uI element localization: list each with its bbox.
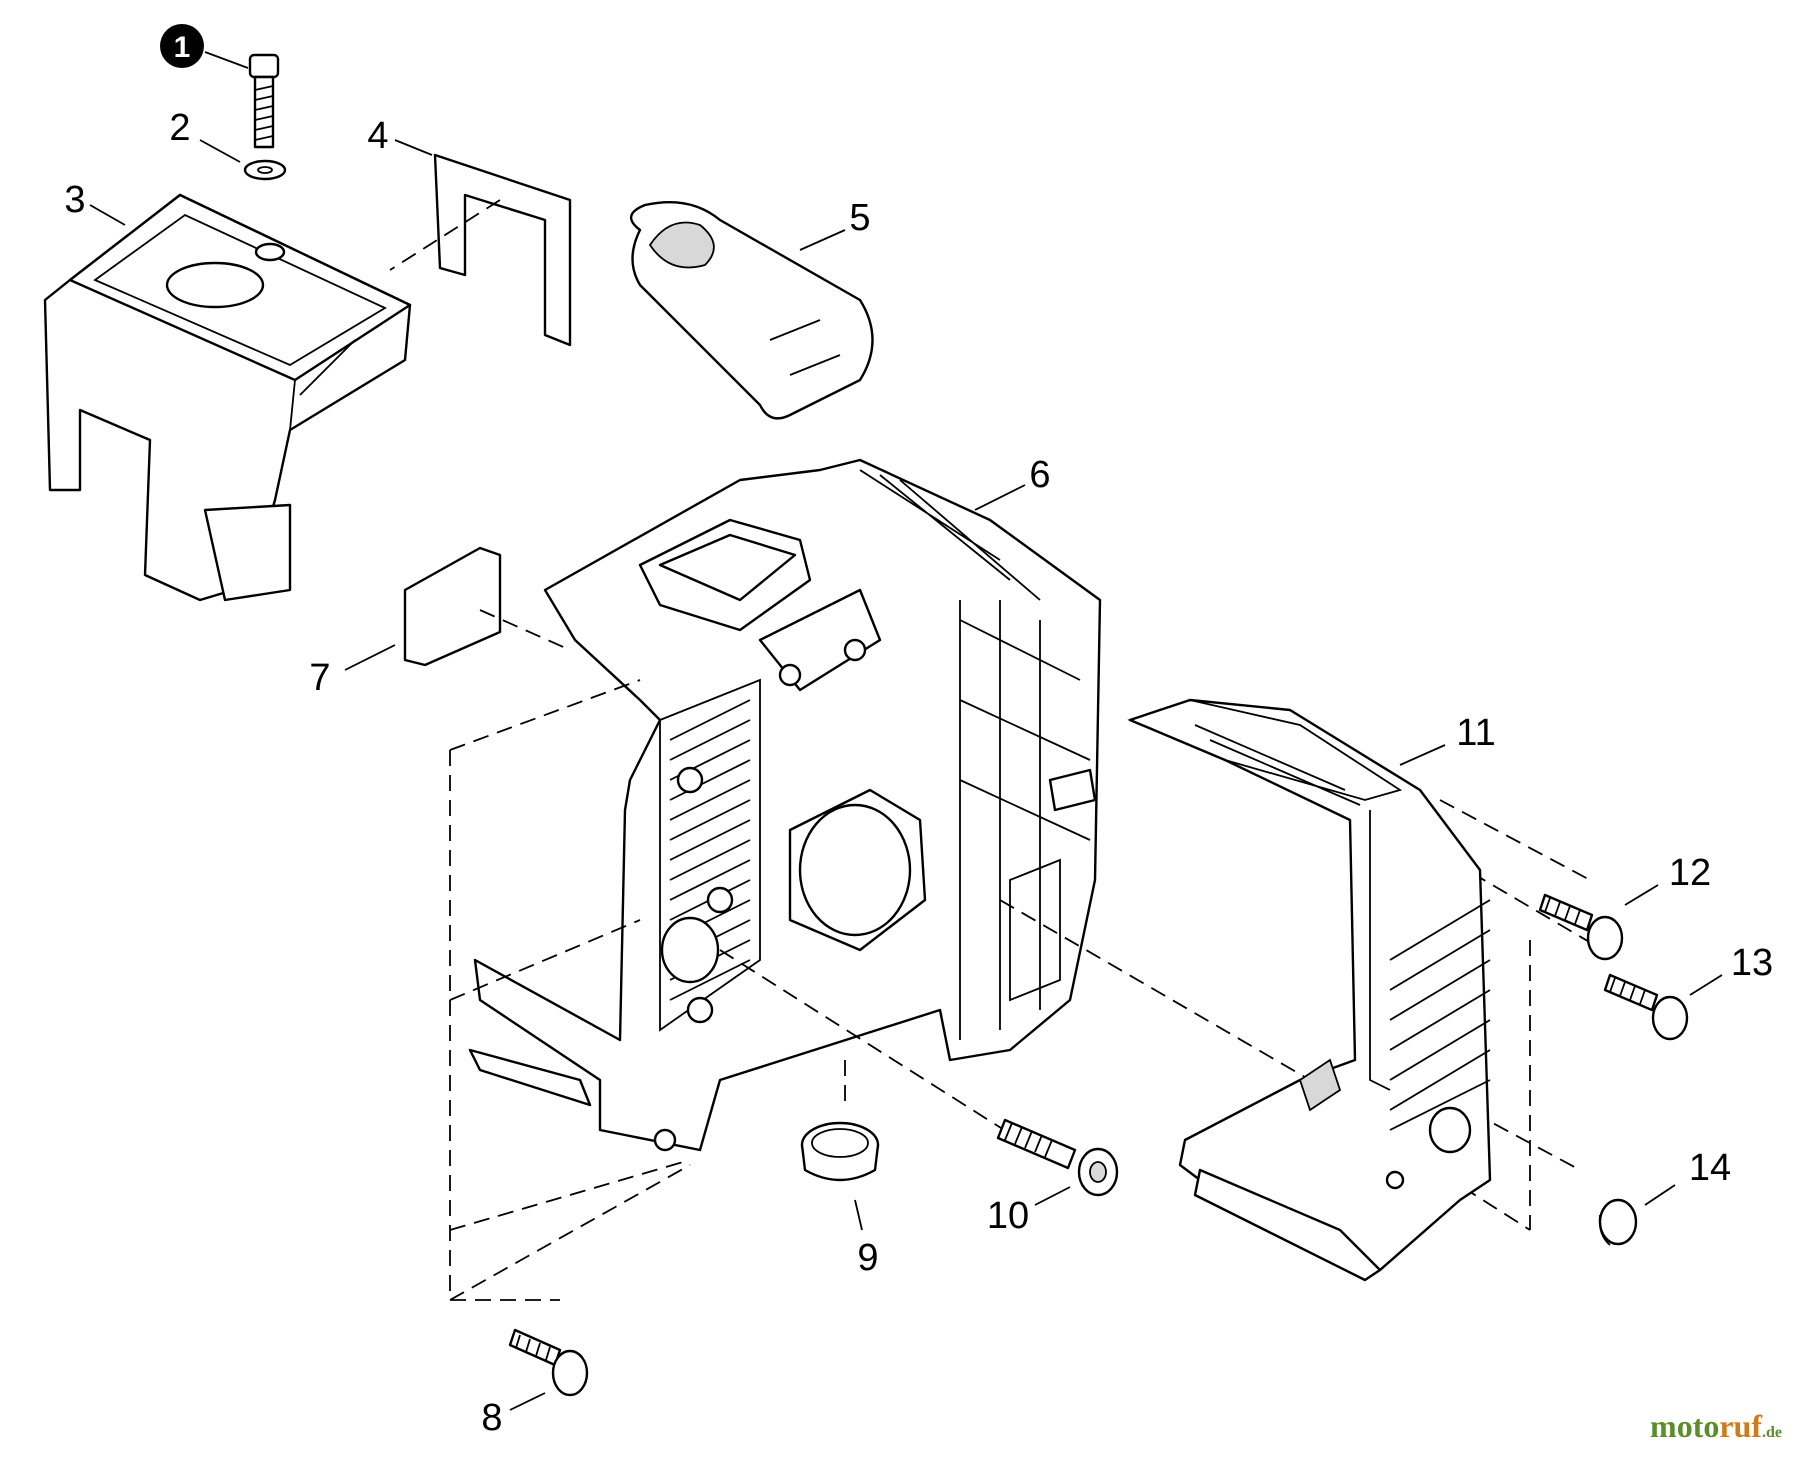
part-2-washer: 2 (169, 107, 287, 181)
callout-6: 6 (1029, 454, 1050, 496)
callout-12: 12 (1669, 852, 1711, 894)
part-12-screw: 12 (1538, 852, 1711, 961)
callout-1: 1 (174, 31, 191, 64)
callout-5: 5 (849, 197, 870, 239)
callout-10: 10 (987, 1195, 1029, 1237)
part-11-front-cover: 11 (1127, 698, 1496, 1282)
callout-9: 9 (857, 1237, 878, 1279)
part-5-filter: 5 (630, 197, 874, 420)
callout-13: 13 (1731, 942, 1773, 984)
callout-3: 3 (64, 179, 85, 221)
part-1-callout-badge: 1 (160, 24, 249, 69)
watermark-logo: motoruf.de (1650, 1408, 1782, 1444)
part-14-cap: 14 (1598, 1147, 1731, 1246)
part-9-plug: 9 (800, 1121, 880, 1279)
callout-2: 2 (169, 107, 190, 149)
part-7-plate: 7 (309, 546, 571, 699)
part-4-gasket: 4 (367, 115, 572, 347)
callout-11: 11 (1456, 712, 1495, 754)
part-10-bolt: 10 (987, 1118, 1119, 1237)
callout-7: 7 (309, 657, 330, 699)
part-3-top-cover: 3 (43, 179, 412, 602)
callout-8: 8 (481, 1397, 502, 1439)
callout-4: 4 (367, 115, 388, 157)
callout-14: 14 (1689, 1147, 1731, 1189)
part-6-main-housing: 6 (468, 454, 1102, 1152)
part-8-screw: 8 (481, 1328, 589, 1439)
part-1-bolt (248, 53, 280, 149)
part-13-screw: 13 (1603, 942, 1773, 1041)
